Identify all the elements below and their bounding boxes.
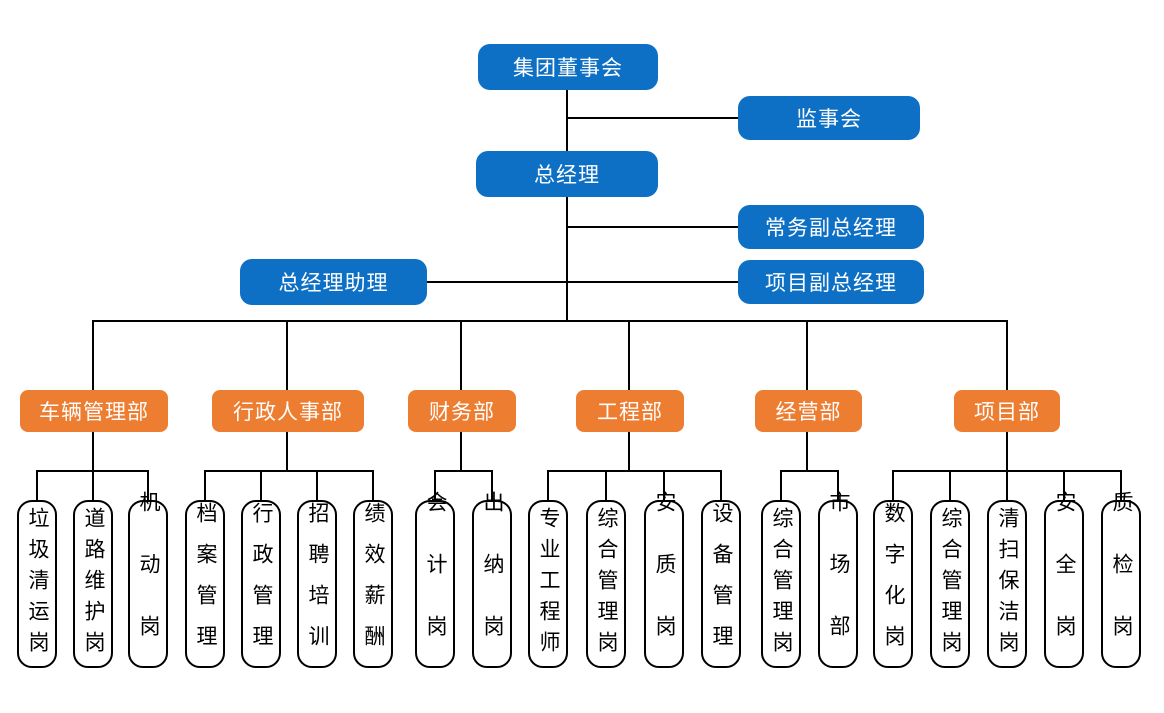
position-node: 安质岗 (644, 491, 684, 677)
connector-line (204, 470, 374, 472)
connector-line (92, 470, 94, 500)
connector-line (372, 470, 374, 500)
connector-line (427, 281, 738, 283)
position-node: 安全岗 (1044, 491, 1084, 677)
connector-line (806, 320, 808, 390)
node-gm-assistant: 总经理助理 (240, 259, 427, 305)
connector-line (286, 320, 288, 390)
connector-line (566, 90, 568, 151)
position-node: 综合管理岗 (930, 500, 970, 668)
node-board-of-directors: 集团董事会 (478, 44, 658, 90)
connector-line (286, 432, 288, 470)
connector-line (566, 226, 738, 228)
connector-line (260, 470, 262, 500)
connector-line (547, 470, 722, 472)
position-node: 数字化岗 (873, 500, 913, 668)
connector-line (1006, 432, 1008, 470)
connector-line (491, 470, 493, 500)
position-node: 综合管理岗 (761, 500, 801, 668)
position-node: 专业工程师 (528, 500, 568, 668)
connector-line (434, 470, 436, 500)
connector-line (547, 470, 549, 500)
position-node: 招聘培训 (297, 500, 337, 668)
connector-line (892, 470, 894, 500)
connector-line (36, 470, 38, 500)
node-supervisory-board: 监事会 (738, 96, 920, 140)
node-general-manager: 总经理 (476, 151, 658, 197)
dept-node-project: 项目部 (954, 390, 1060, 432)
connector-line (460, 320, 462, 390)
position-node: 行政管理 (241, 500, 281, 668)
connector-line (1063, 470, 1065, 500)
connector-line (806, 432, 808, 470)
connector-line (460, 432, 462, 470)
dept-node-admin-hr: 行政人事部 (212, 390, 364, 432)
dept-node-operations: 经营部 (755, 390, 862, 432)
dept-node-vehicle-management: 车辆管理部 (20, 390, 168, 432)
connector-line (92, 432, 94, 470)
connector-line (949, 470, 951, 500)
connector-line (204, 470, 206, 500)
position-node: 综合管理岗 (586, 500, 626, 668)
connector-line (566, 117, 738, 119)
connector-line (628, 432, 630, 470)
connector-line (147, 470, 149, 500)
connector-line (837, 470, 839, 500)
connector-line (92, 320, 1008, 322)
connector-line (780, 470, 782, 500)
connector-line (720, 470, 722, 500)
connector-line (605, 470, 607, 500)
connector-line (566, 197, 568, 322)
dept-node-engineering: 工程部 (576, 390, 684, 432)
position-node: 会计岗 (415, 491, 455, 677)
position-node: 绩效薪酬 (353, 500, 393, 668)
node-project-deputy-gm: 项目副总经理 (738, 260, 924, 304)
position-node: 出纳岗 (472, 491, 512, 677)
connector-line (92, 320, 94, 390)
connector-line (780, 470, 839, 472)
connector-line (628, 320, 630, 390)
connector-line (434, 470, 493, 472)
position-node: 档案管理 (185, 500, 225, 668)
node-executive-deputy-gm: 常务副总经理 (738, 205, 924, 249)
connector-line (1006, 320, 1008, 390)
dept-node-finance: 财务部 (408, 390, 516, 432)
position-node: 道路维护岗 (73, 500, 113, 668)
connector-line (1006, 470, 1008, 500)
connector-line (663, 470, 665, 500)
position-node: 垃圾清运岗 (17, 500, 57, 668)
position-node: 市场部 (818, 491, 858, 677)
position-node: 清扫保洁岗 (987, 500, 1027, 668)
position-node: 机动岗 (128, 491, 168, 677)
position-node: 设备管理 (701, 500, 741, 668)
position-node: 质检岗 (1101, 491, 1141, 677)
connector-line (316, 470, 318, 500)
connector-line (1120, 470, 1122, 500)
